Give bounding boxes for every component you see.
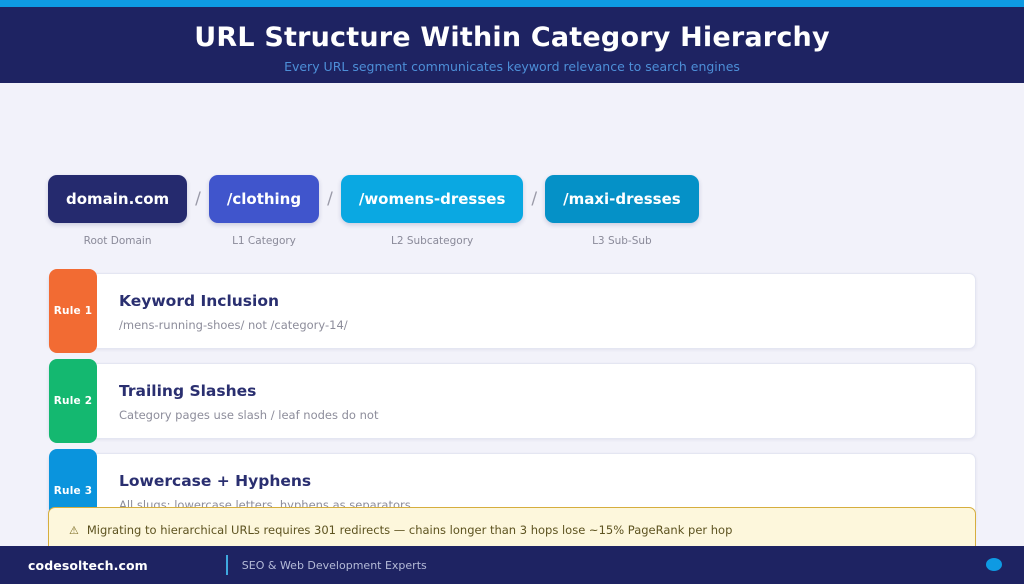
- rule-badge: Rule 1: [49, 269, 97, 353]
- rule-badge: Rule 2: [49, 359, 97, 443]
- rule-description: Category pages use slash / leaf nodes do…: [119, 407, 379, 422]
- url-path-separator: /: [531, 189, 538, 209]
- top-accent-bar: [0, 0, 1024, 7]
- url-segment-chip[interactable]: /maxi-dresses: [545, 175, 699, 223]
- warning-text: Migrating to hierarchical URLs requires …: [86, 522, 733, 537]
- url-segment-caption: L1 Category: [232, 235, 296, 247]
- page-header: URL Structure Within Category Hierarchy …: [0, 7, 1024, 83]
- url-path-separator: /: [195, 189, 201, 209]
- url-segment-caption: L3 Sub-Sub: [592, 235, 652, 247]
- footer-accent-dot-icon: [986, 558, 1002, 571]
- url-segment-caption: Root Domain: [83, 235, 152, 247]
- url-segment-chip[interactable]: /clothing: [208, 175, 320, 223]
- url-segment-caption: L2 Subcategory: [390, 235, 474, 247]
- footer-brand: codesoltech.com: [28, 557, 148, 573]
- rule-title: Keyword Inclusion: [119, 291, 280, 310]
- url-path-segment[interactable]: /womens-dresses L2 Subcategory: [340, 175, 524, 247]
- footer-divider: [225, 555, 228, 575]
- url-segment-chip[interactable]: domain.com: [48, 175, 188, 223]
- rules-list: Rule 1 Keyword Inclusion/mens-running-sho…: [48, 269, 976, 543]
- rule-description: /mens-running-shoes/ not /category-14/: [119, 317, 348, 332]
- page-footer: codesoltech.com SEO & Web Development Ex…: [0, 546, 1024, 584]
- rule-body: Keyword Inclusion/mens-running-shoes/ no…: [119, 274, 348, 348]
- rule-title: Lowercase + Hyphens: [119, 471, 312, 490]
- warning-triangle-icon: ⚠: [69, 523, 79, 537]
- url-path-separator: /: [327, 189, 333, 209]
- url-segment-chip[interactable]: /womens-dresses: [340, 175, 524, 223]
- page-subtitle: Every URL segment communicates keyword r…: [284, 59, 740, 74]
- rule-title: Trailing Slashes: [119, 381, 257, 400]
- url-path-segment[interactable]: /maxi-dresses L3 Sub-Sub: [545, 175, 699, 247]
- page-title: URL Structure Within Category Hierarchy: [194, 22, 830, 53]
- url-path-segment[interactable]: /clothing L1 Category: [208, 175, 320, 247]
- rule-card[interactable]: Rule 1 Keyword Inclusion/mens-running-sho…: [48, 269, 976, 353]
- footer-tagline: SEO & Web Development Experts: [241, 558, 427, 572]
- migration-warning-banner: ⚠ Migrating to hierarchical URLs require…: [48, 507, 976, 553]
